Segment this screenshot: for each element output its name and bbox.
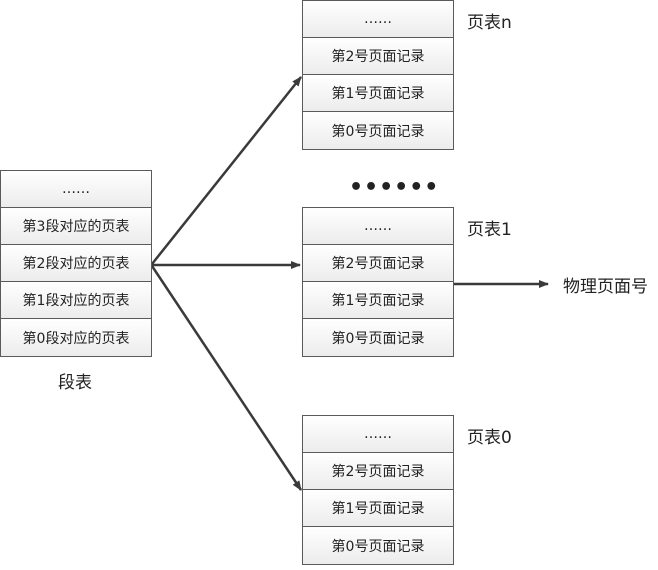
segment-table: …… 第3段对应的页表 第2段对应的页表 第1段对应的页表 第0段对应的页表 bbox=[0, 170, 152, 357]
segment-table-row: 第0段对应的页表 bbox=[1, 319, 151, 356]
page-table-n: …… 第2号页面记录 第1号页面记录 第0号页面记录 bbox=[302, 0, 454, 150]
page-table-row: 第2号页面记录 bbox=[303, 38, 453, 75]
arrow-to-page-table-n bbox=[151, 76, 302, 265]
segment-table-row: …… bbox=[1, 171, 151, 208]
page-table-row: 第1号页面记录 bbox=[303, 75, 453, 112]
page-table-1-title: 页表1 bbox=[467, 220, 512, 240]
page-table-row: 第0号页面记录 bbox=[303, 527, 453, 564]
page-table-row: 第1号页面记录 bbox=[303, 490, 453, 527]
page-table-row: 第2号页面记录 bbox=[303, 245, 453, 282]
arrow-to-page-table-0 bbox=[150, 265, 303, 491]
page-table-0-title: 页表0 bbox=[467, 428, 512, 448]
page-table-row: …… bbox=[303, 416, 453, 453]
segment-table-row: 第3段对应的页表 bbox=[1, 208, 151, 245]
segment-table-row: 第2段对应的页表 bbox=[1, 245, 151, 282]
page-table-n-title: 页表n bbox=[467, 13, 512, 33]
page-table-0: …… 第2号页面记录 第1号页面记录 第0号页面记录 bbox=[302, 415, 454, 565]
page-table-row: 第2号页面记录 bbox=[303, 453, 453, 490]
page-table-row: 第0号页面记录 bbox=[303, 319, 453, 356]
physical-page-label: 物理页面号 bbox=[563, 277, 648, 297]
page-table-row: …… bbox=[303, 208, 453, 245]
page-table-row: 第1号页面记录 bbox=[303, 282, 453, 319]
ellipsis-between-tables: •••••• bbox=[349, 175, 440, 200]
page-table-row: 第0号页面记录 bbox=[303, 112, 453, 149]
segment-table-title: 段表 bbox=[58, 373, 92, 393]
page-table-1: …… 第2号页面记录 第1号页面记录 第0号页面记录 bbox=[302, 207, 454, 357]
segment-table-row: 第1段对应的页表 bbox=[1, 282, 151, 319]
page-table-row: …… bbox=[303, 1, 453, 38]
